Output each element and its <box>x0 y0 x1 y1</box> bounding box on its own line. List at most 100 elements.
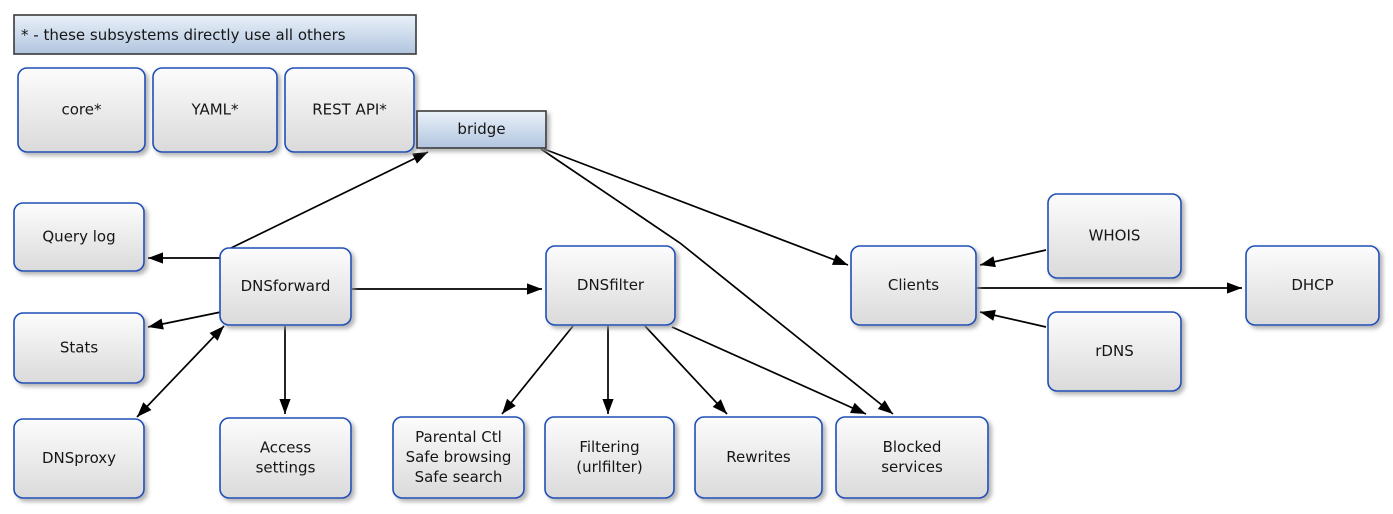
arrow-head <box>209 326 224 341</box>
edge-line <box>671 326 867 415</box>
node-label: bridge <box>457 120 505 138</box>
edge-dnsfilter-to-blocked <box>671 326 867 415</box>
edge-bridge-to-clients <box>543 148 849 266</box>
node-box <box>392 416 525 499</box>
node-label: DNSfilter <box>577 276 645 294</box>
node-label: Parental Ctl <box>415 428 502 446</box>
node-rdns[interactable]: rDNS <box>1047 311 1182 392</box>
node-dnsforward[interactable]: DNSforward <box>219 247 352 326</box>
edge-line <box>136 325 225 418</box>
edge-line <box>540 148 894 415</box>
edge-layer <box>136 148 1242 418</box>
edge-line <box>543 148 849 266</box>
edge-dnsforward-to-access <box>279 326 291 414</box>
arrow-head <box>148 252 163 264</box>
node-querylog[interactable]: Query log <box>13 202 145 272</box>
node-stats[interactable]: Stats <box>13 312 145 384</box>
node-box <box>544 416 675 499</box>
legend-note: * - these subsystems directly use all ot… <box>13 14 417 55</box>
edge-dnsfilter-to-parental <box>501 325 574 415</box>
node-label: WHOIS <box>1089 227 1141 245</box>
arrow-head <box>850 402 866 414</box>
arrow-head <box>148 318 164 330</box>
node-rewrites[interactable]: Rewrites <box>694 416 823 499</box>
edge-dnsforward-to-dnsfilter <box>352 283 542 295</box>
node-clients[interactable]: Clients <box>850 245 977 326</box>
node-label: Access <box>260 439 312 457</box>
node-label: (urlfilter) <box>576 458 642 476</box>
node-bridge[interactable]: bridge <box>416 110 547 149</box>
node-dnsfilter[interactable]: DNSfilter <box>545 245 676 326</box>
node-box <box>13 312 145 384</box>
edge-dnsforward-to-stats <box>147 311 222 330</box>
node-dhcp[interactable]: DHCP <box>1245 245 1380 326</box>
arrow-head <box>602 399 614 414</box>
arrow-head <box>527 283 542 295</box>
edge-line <box>644 325 728 415</box>
edge-dnsforward-to-dnsproxy <box>136 325 225 418</box>
node-label: Rewrites <box>726 448 791 466</box>
node-label: settings <box>256 459 316 477</box>
node-box <box>1047 193 1182 279</box>
node-label: Clients <box>888 276 939 294</box>
node-label: Filtering <box>579 438 639 456</box>
edge-clients-to-dhcp <box>977 282 1242 294</box>
arrow-head <box>1227 282 1242 294</box>
node-label: rDNS <box>1095 342 1133 360</box>
node-label: core* <box>62 101 102 119</box>
node-label: Safe browsing <box>406 448 512 466</box>
node-label: DHCP <box>1291 276 1333 294</box>
node-box <box>219 247 352 326</box>
edge-dnsfilter-to-filtering <box>602 326 614 414</box>
node-box <box>17 67 146 153</box>
node-yaml[interactable]: YAML* <box>152 67 278 153</box>
arrow-head <box>137 402 152 417</box>
arrow-head <box>877 400 893 414</box>
node-filtering[interactable]: Filtering (urlfilter) <box>544 416 675 499</box>
node-box <box>694 416 823 499</box>
arrow-head <box>980 256 996 268</box>
edge-dnsfilter-to-rewrites <box>644 325 728 415</box>
node-label: DNSforward <box>241 277 331 295</box>
node-box <box>284 67 415 153</box>
legend-note-box <box>13 14 417 55</box>
node-blocked[interactable]: Blocked services <box>835 416 989 499</box>
node-label: Safe search <box>415 468 503 486</box>
arrow-head <box>279 399 291 414</box>
node-box <box>152 67 278 153</box>
node-label: Stats <box>60 339 98 357</box>
node-box <box>416 110 547 149</box>
node-label: services <box>881 458 943 476</box>
node-whois[interactable]: WHOIS <box>1047 193 1182 279</box>
node-label: REST API* <box>312 101 387 119</box>
node-box <box>13 418 145 499</box>
node-label: DNSproxy <box>42 449 116 467</box>
node-box <box>835 416 989 499</box>
node-box <box>219 417 352 499</box>
arrow-head <box>412 152 428 164</box>
node-box <box>545 245 676 326</box>
edge-whois-to-clients <box>979 249 1047 268</box>
node-label: YAML* <box>190 101 239 119</box>
node-label: Blocked <box>883 438 942 456</box>
node-dnsproxy[interactable]: DNSproxy <box>13 418 145 499</box>
node-box <box>1047 311 1182 392</box>
edge-line <box>501 325 574 415</box>
node-box <box>13 202 145 272</box>
node-box <box>1245 245 1380 326</box>
legend-note-text: * - these subsystems directly use all ot… <box>21 26 346 44</box>
arrow-head <box>980 309 996 321</box>
node-box <box>850 245 977 326</box>
node-restapi[interactable]: REST API* <box>284 67 415 153</box>
node-access[interactable]: Access settings <box>219 417 352 499</box>
edge-dnsforward-to-querylog <box>148 252 220 264</box>
node-core[interactable]: core* <box>17 67 146 153</box>
arrow-head <box>712 399 727 414</box>
node-label: Query log <box>42 228 115 246</box>
edge-bridge-to-blocked <box>540 148 894 415</box>
edge-line <box>230 151 429 249</box>
